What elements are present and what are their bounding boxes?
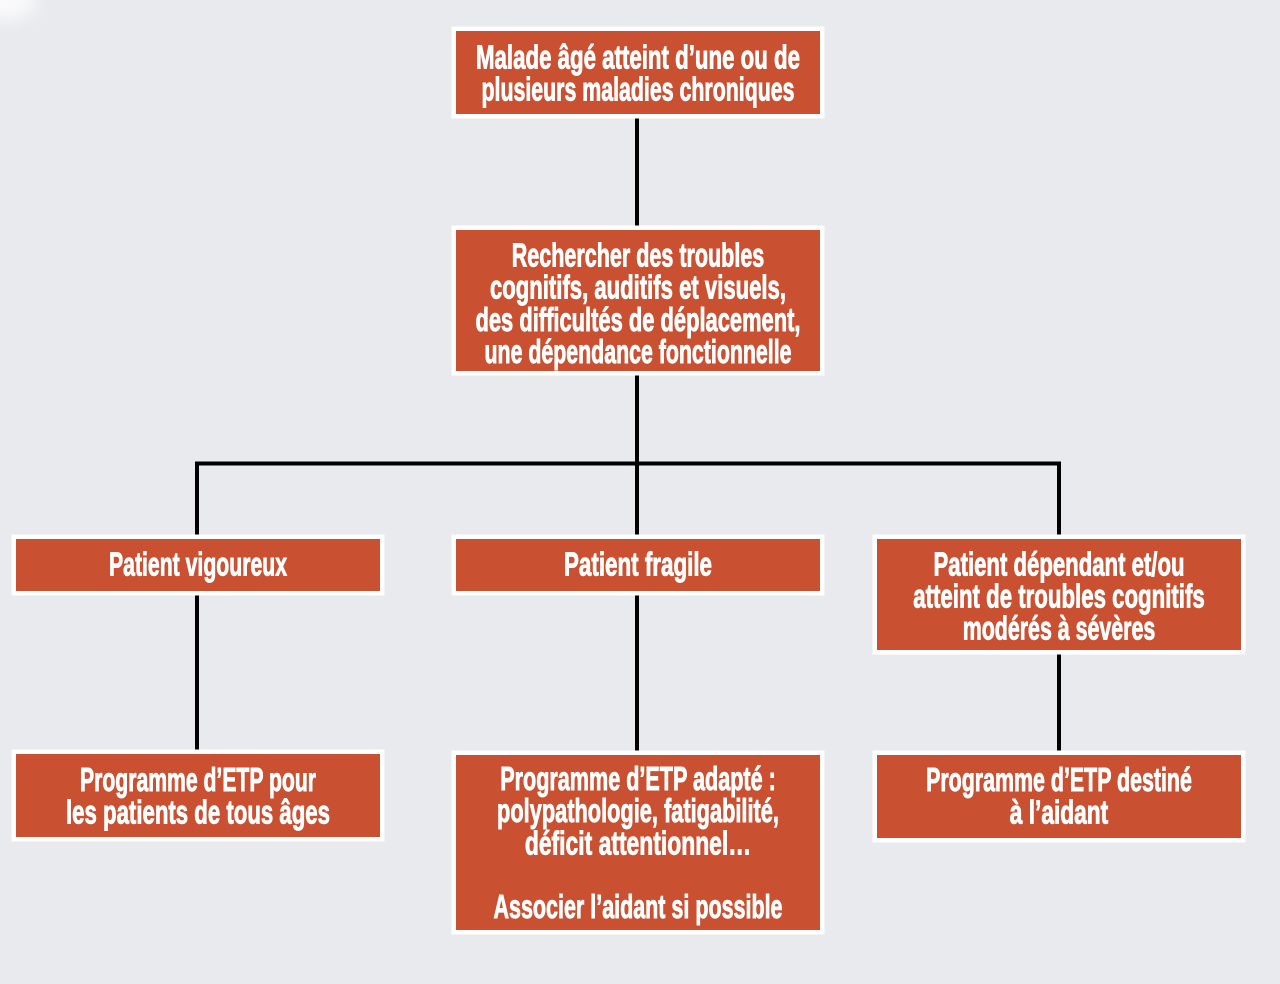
svg-text:modérés à sévères: modérés à sévères [963,610,1156,647]
svg-text:à l’aidant: à l’aidant [1010,794,1108,831]
svg-text:Associer l’aidant si possible: Associer l’aidant si possible [494,888,783,925]
svg-text:Rechercher des troubles: Rechercher des troubles [512,237,765,274]
svg-text:polypathologie, fatigabilité,: polypathologie, fatigabilité, [497,792,779,829]
svg-text:Programme d’ETP destiné: Programme d’ETP destiné [926,761,1192,798]
svg-text:plusieurs maladies chroniques: plusieurs maladies chroniques [482,71,795,108]
svg-text:une dépendance fonctionnelle: une dépendance fonctionnelle [485,333,792,370]
svg-text:cognitifs, auditifs et visuels: cognitifs, auditifs et visuels, [490,269,786,306]
svg-text:déficit attentionnel…: déficit attentionnel… [525,825,751,862]
svg-text:Patient vigoureux: Patient vigoureux [109,546,287,583]
svg-text:Programme d’ETP pour: Programme d’ETP pour [80,761,316,798]
svg-text:Patient fragile: Patient fragile [564,546,712,583]
svg-text:les patients de tous âges: les patients de tous âges [66,794,330,831]
svg-text:Patient dépendant et/ou: Patient dépendant et/ou [934,546,1185,583]
svg-text:Programme d’ETP adapté :: Programme d’ETP adapté : [500,760,776,797]
svg-text:Malade âgé atteint d’une ou de: Malade âgé atteint d’une ou de [476,39,800,76]
svg-text:des difficultés de déplacement: des difficultés de déplacement, [476,301,801,338]
svg-text:atteint de troubles cognitifs: atteint de troubles cognitifs [913,578,1205,615]
